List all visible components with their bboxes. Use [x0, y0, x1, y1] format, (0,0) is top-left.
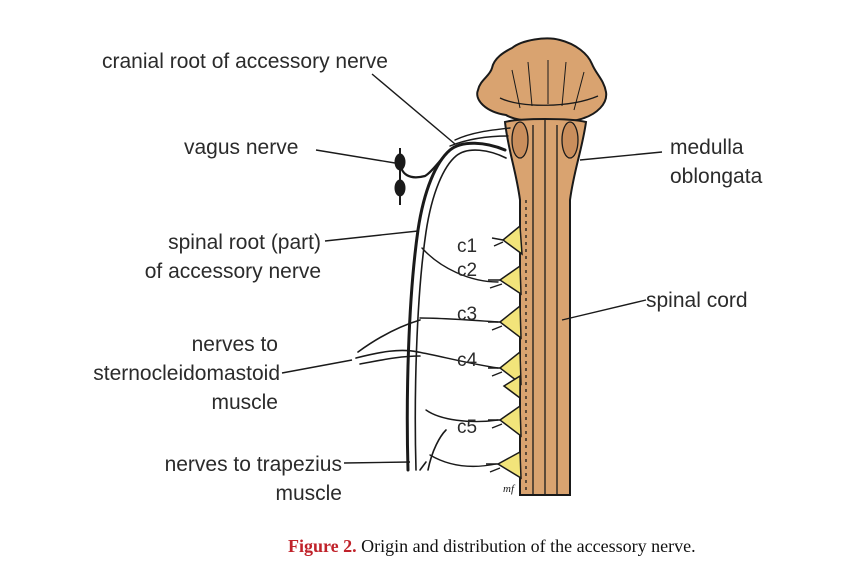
leader-scm	[281, 359, 353, 374]
leader-cranial-root	[371, 73, 456, 145]
caption-text: Origin and distribution of the accessory…	[361, 536, 696, 556]
ganglion-c2	[498, 264, 522, 296]
label-spinal-root: spinal root (part) of accessory nerve	[113, 228, 321, 286]
ganglion-c6	[496, 450, 522, 480]
spinal-root-trunk	[405, 141, 507, 472]
artist-mark: mf	[503, 483, 516, 495]
ganglion-c4	[498, 350, 522, 386]
figure-caption: Figure 2. Origin and distribution of the…	[288, 536, 696, 557]
level-c2: c2	[457, 260, 478, 281]
ganglion-c1	[501, 224, 523, 256]
spinal-root-inner	[414, 149, 507, 471]
label-spinal-cord: spinal cord	[646, 289, 748, 312]
branch-c2	[421, 247, 499, 283]
label-trapezius-line2: muscle	[275, 482, 342, 505]
leader-vagus	[315, 149, 396, 164]
label-spinal-root-line2: of accessory nerve	[144, 260, 321, 283]
vagus-branch	[398, 148, 452, 179]
branch-c3	[419, 317, 499, 323]
pons-cerebellum	[476, 37, 608, 124]
label-scm-line1: nerves to	[191, 333, 278, 356]
label-cranial-root: cranial root of accessory nerve	[102, 50, 388, 73]
branch-c4	[417, 351, 499, 369]
cranial-root-fibers	[449, 127, 511, 147]
label-medulla-oblongata: medulla oblongata	[670, 133, 762, 191]
trapezius-branches	[419, 429, 447, 471]
caption-figure-number: Figure 2.	[288, 536, 357, 556]
level-c4: c4	[457, 350, 478, 371]
ganglion-c4b	[502, 374, 521, 400]
ganglion-c3	[498, 304, 522, 340]
leader-medulla	[579, 151, 663, 161]
leader-lines	[281, 73, 663, 464]
label-trapezius-line1: nerves to trapezius	[164, 453, 342, 476]
level-c5: c5	[457, 417, 478, 438]
vagus-ganglion	[394, 148, 406, 205]
leader-spinal-cord	[561, 299, 647, 321]
branch-c5	[425, 409, 499, 423]
leader-trapezius	[343, 461, 411, 464]
ganglion-c5	[498, 404, 522, 438]
label-spinal-root-line1: spinal root (part)	[168, 231, 321, 254]
branch-c6	[429, 454, 497, 468]
label-medulla-line1: medulla	[670, 136, 744, 159]
scm-branches	[355, 319, 421, 365]
cord-detail	[499, 60, 599, 495]
label-medulla-line2: oblongata	[670, 165, 763, 188]
label-scm-line2: sternocleidomastoid	[93, 362, 280, 385]
accessory-nerve	[355, 127, 511, 472]
dorsal-root-ganglia	[496, 224, 523, 480]
label-vagus-nerve: vagus nerve	[184, 136, 299, 159]
label-sternocleidomastoid: nerves to sternocleidomastoid muscle	[60, 330, 280, 417]
leader-spinal-root	[324, 230, 419, 242]
level-c1: c1	[457, 236, 478, 257]
rootlets	[486, 237, 504, 473]
label-trapezius: nerves to trapezius muscle	[134, 450, 342, 508]
label-scm-line3: muscle	[211, 391, 278, 414]
level-c3: c3	[457, 304, 478, 325]
